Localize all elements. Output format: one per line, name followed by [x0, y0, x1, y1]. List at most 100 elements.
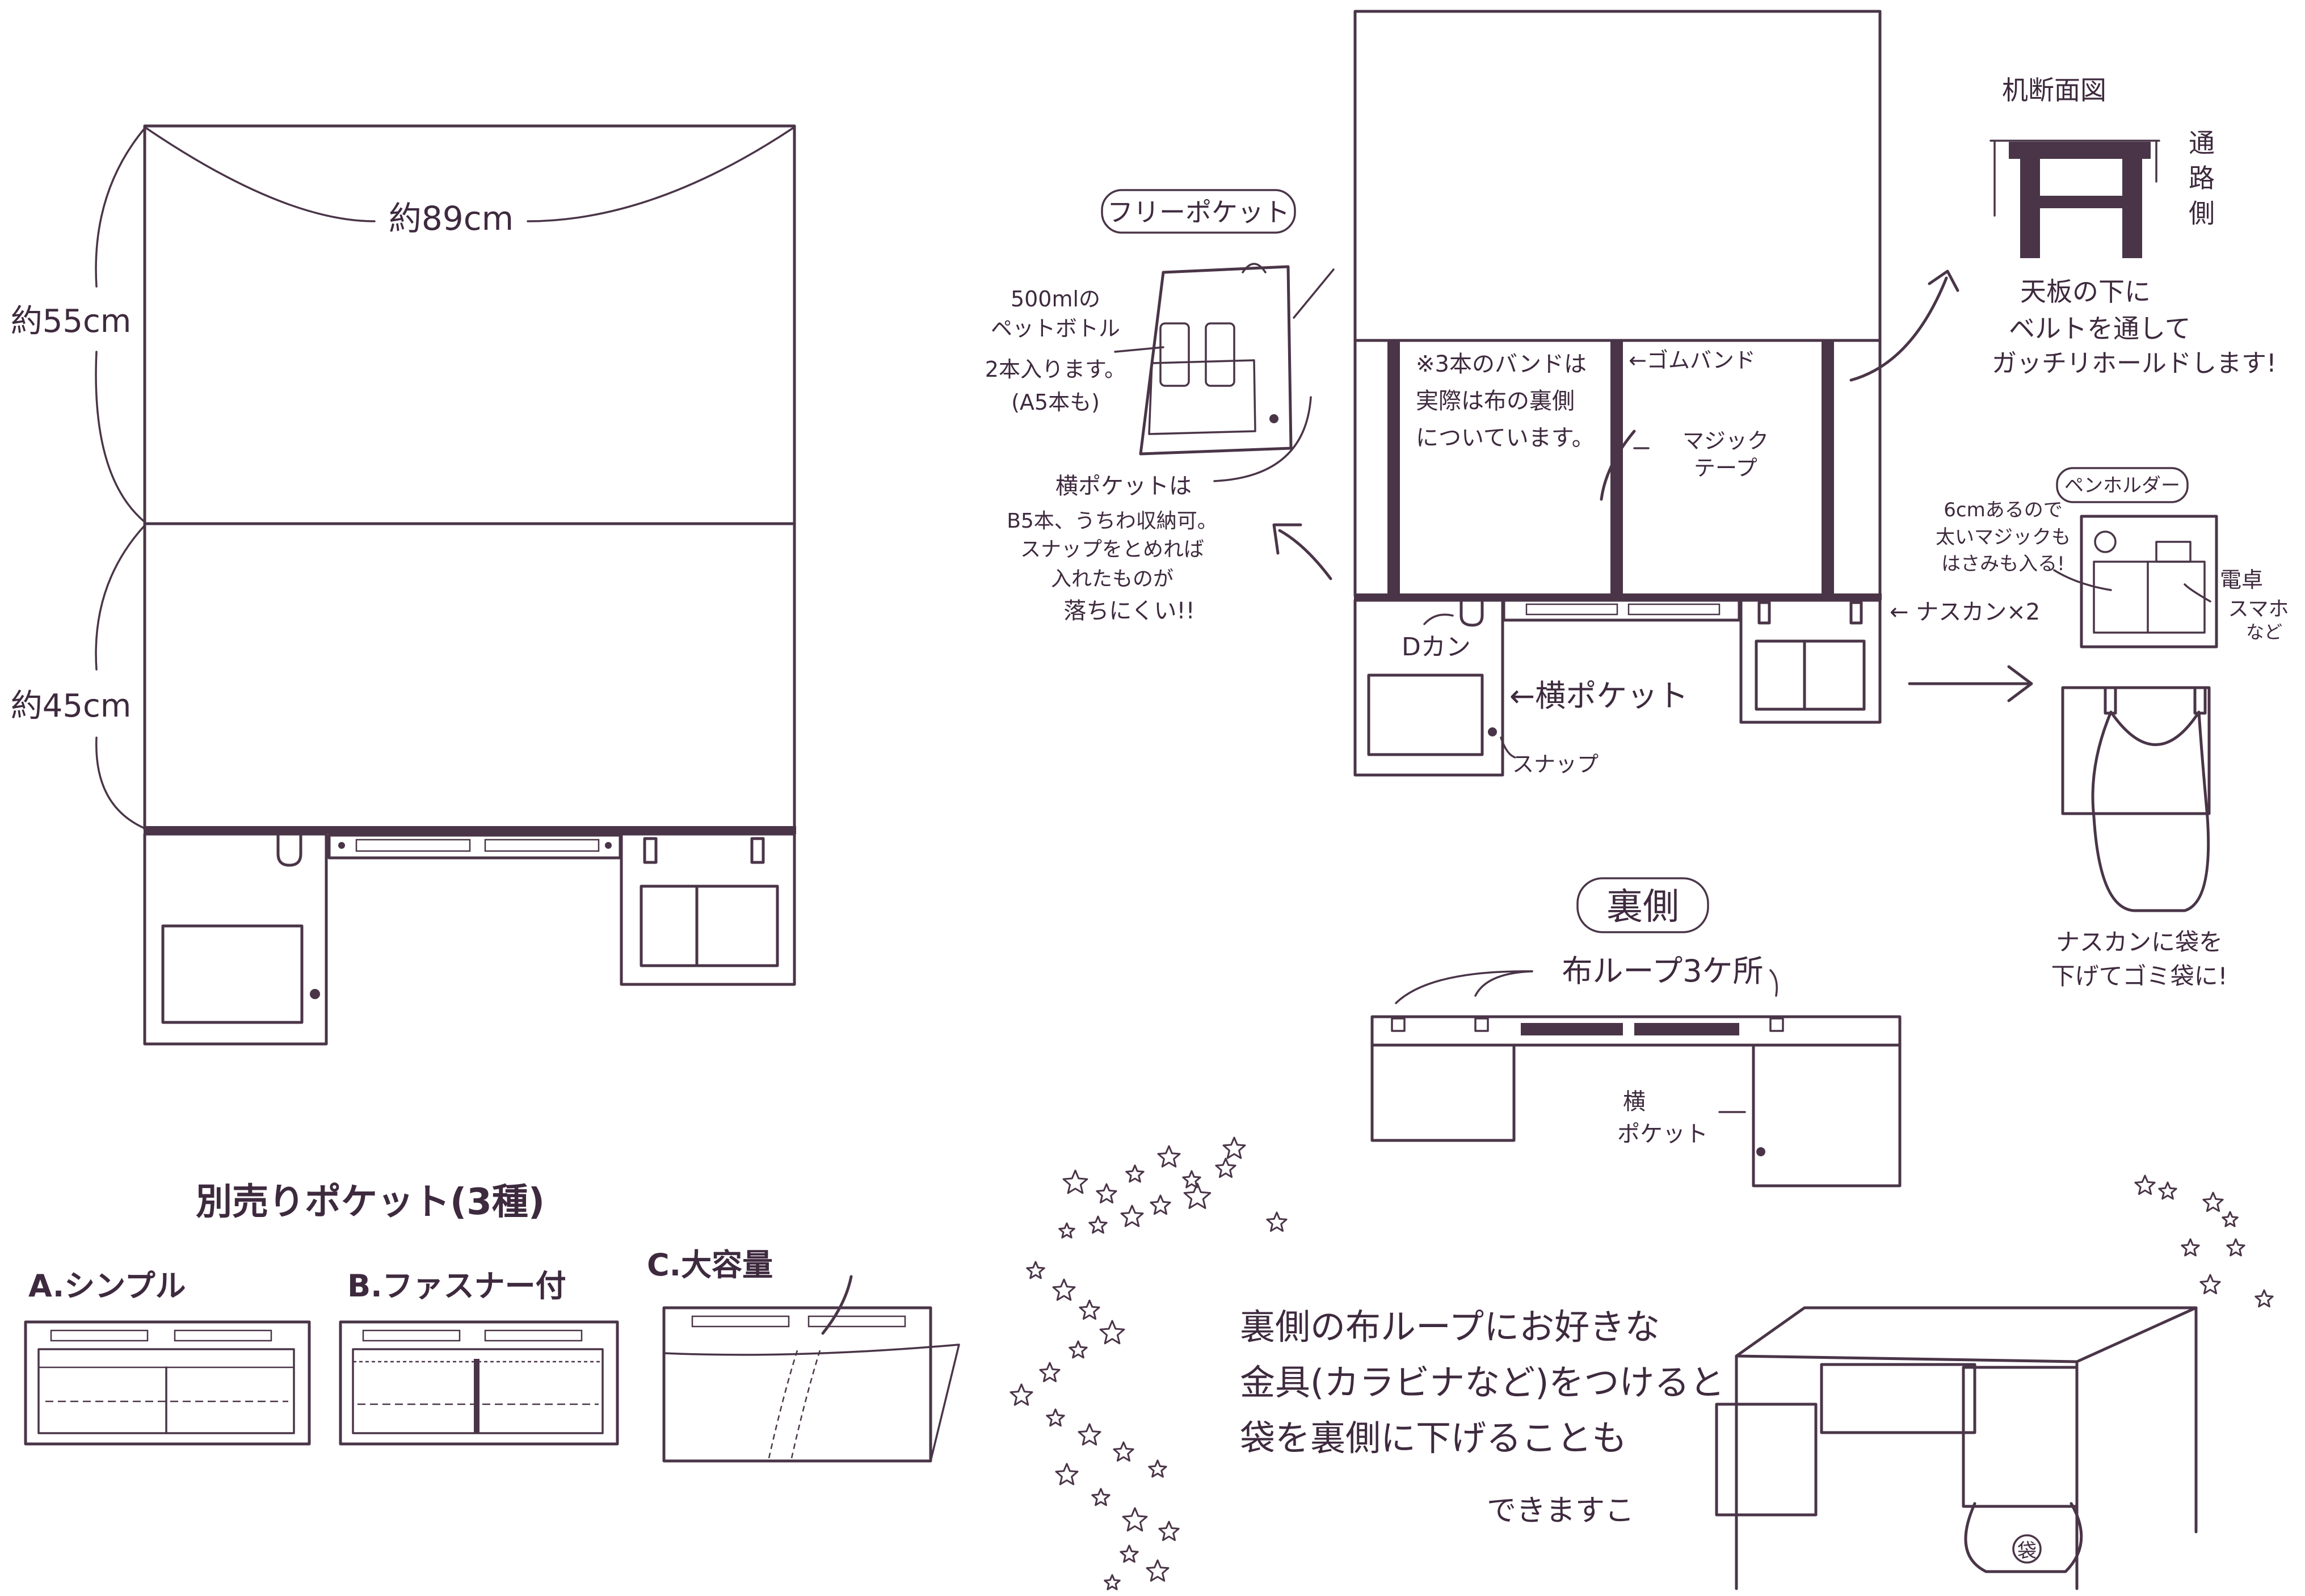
star-icon [1058, 1222, 1075, 1239]
lower-height-arc-top [95, 524, 146, 671]
star-icon [2181, 1238, 2200, 1257]
bottom-note-2: 金具(カラビナなど)をつけると [1240, 1362, 1724, 1403]
pen-holder-title-bubble [2056, 467, 2189, 503]
pocket-c-flap [663, 1344, 960, 1462]
free-pocket-pen [1293, 268, 1335, 319]
bottle-leader [1114, 346, 1164, 353]
star-icon [1122, 1507, 1148, 1532]
width-label: 約89cm [389, 199, 514, 238]
band-note-3: についています。 [1416, 425, 1595, 451]
star-icon [1113, 1441, 1134, 1462]
side-pocket-note-4: 入れたものが [1051, 567, 1173, 591]
main-flat-view: 約89cm 約55cm 約45cm [11, 124, 796, 1046]
desk-cover-cloth [1989, 140, 2160, 217]
desk-illustration: 袋 [1715, 1306, 2198, 1590]
pocket-c-strap [821, 1275, 853, 1335]
pen-holder-note-2: 太いマジックも [1936, 526, 2071, 549]
mounted-top-view: ※3本のバンドは 実際は布の裏側 についています。 ←ゴムバンド マジック テー… [1272, 10, 2040, 777]
snap-dot [310, 989, 320, 999]
bottom-note-3: 袋を裏側に下げることも [1240, 1417, 1627, 1459]
arrow-head-garbage [2007, 665, 2033, 702]
pocket-a-slot-1 [50, 1329, 149, 1342]
snap-label: スナップ [1512, 752, 1599, 777]
pocket-c-slot-1 [691, 1315, 790, 1328]
free-pocket-body [1139, 265, 1293, 456]
star-icon [1158, 1521, 1180, 1542]
d-ring-label: Dカン [1402, 633, 1471, 662]
star-icon [1120, 1205, 1144, 1227]
free-pocket-section: フリーポケット 500mlの ペットボトル 2本入ります。 (A5本も) 横ポケ… [985, 189, 1335, 624]
top-left-pocket-window [1367, 673, 1484, 756]
arrow-to-free-pocket [1278, 529, 1332, 580]
star-icon [1039, 1362, 1061, 1383]
pocket-b-slot-2 [484, 1329, 583, 1342]
band-right [1822, 340, 1834, 596]
bottle-icon-1 [1159, 322, 1190, 387]
arrow-head-free-pocket [1272, 523, 1302, 555]
right-side-pocket [620, 832, 796, 986]
pen-holder-note-1: 6cmあるので [1944, 499, 2062, 521]
top-hook-2 [1849, 601, 1863, 625]
free-pocket-ring [1242, 263, 1267, 273]
back-side-section: 裏側 布ループ3ケ所 横 ポケット [1370, 877, 1902, 1187]
top-pen-slot-2 [1627, 603, 1721, 616]
left-pocket-window [161, 924, 304, 1024]
top-hook-1 [1757, 601, 1771, 625]
back-left-pocket [1370, 1043, 1516, 1142]
loop-label: 布ループ3ケ所 [1562, 953, 1763, 989]
pocket-b-zipper-divider [474, 1359, 479, 1434]
loop-arrow-2 [1474, 970, 1533, 997]
cloth-loop-2 [1474, 1017, 1489, 1032]
back-side-title-bubble [1576, 877, 1709, 933]
strip-dot-right [605, 842, 612, 849]
cloth-loop-3 [1769, 1017, 1784, 1032]
width-arc-right [527, 127, 794, 222]
top-panel [1353, 10, 1882, 342]
scissors-icon [2094, 530, 2117, 553]
side-pocket-leader [1213, 396, 1312, 482]
pocket-c-body [662, 1306, 932, 1463]
top-snap-dot [1488, 727, 1497, 736]
magic-tape-strap [1600, 429, 1636, 501]
star-icon [1096, 1183, 1117, 1204]
pen-holder-body [2080, 515, 2218, 648]
bottle-note-1: 500mlの [1011, 287, 1100, 311]
star-icon [2254, 1289, 2274, 1308]
loop-arrow-1 [1395, 970, 1533, 1004]
band-note-2: 実際は布の裏側 [1416, 388, 1575, 414]
pen-strip [327, 833, 622, 860]
back-slot-1 [1521, 1023, 1623, 1035]
back-snap-dot [1756, 1147, 1765, 1156]
cloth-loop-1 [1391, 1017, 1406, 1032]
left-side-pocket [143, 832, 328, 1046]
arrow-to-desk-section [1849, 276, 1948, 382]
illustration-right-pocket [1962, 1366, 2079, 1508]
star-icon [2199, 1274, 2221, 1295]
top-right-pocket-window [1755, 639, 1866, 711]
upper-height-arc-bottom [95, 351, 146, 523]
desk-note-1: 天板の下に [2020, 276, 2151, 307]
pen-slot-2 [484, 839, 600, 852]
star-icon [1182, 1170, 1201, 1189]
magic-tape-label-2: テープ [1694, 456, 1757, 481]
top-view-bottom-bar [1354, 593, 1882, 600]
star-icon [1148, 1459, 1167, 1478]
star-icon [1157, 1145, 1181, 1168]
star-icon [2222, 1211, 2239, 1227]
back-side-title: 裏側 [1606, 886, 1679, 928]
aisle-label-2: 路 [2189, 163, 2215, 193]
aisle-label-3: 側 [2189, 198, 2215, 229]
star-icon [1266, 1211, 1288, 1232]
side-pocket-note-1: 横ポケットは [1055, 473, 1192, 499]
phone-note-3: など [2246, 621, 2282, 643]
bottom-bar [144, 826, 796, 834]
pocket-c-label: C.大容量 [647, 1247, 773, 1283]
desk-leg-left [2020, 159, 2040, 258]
top-pen-slot-1 [1525, 603, 1618, 616]
pocket-b-label: B.ファスナー付 [347, 1268, 566, 1304]
phone-leader [2184, 583, 2211, 603]
hook-icon-1 [643, 837, 658, 864]
garbage-note-2: 下げてゴミ袋に! [2051, 962, 2228, 990]
bottle-pocket [1148, 359, 1256, 435]
